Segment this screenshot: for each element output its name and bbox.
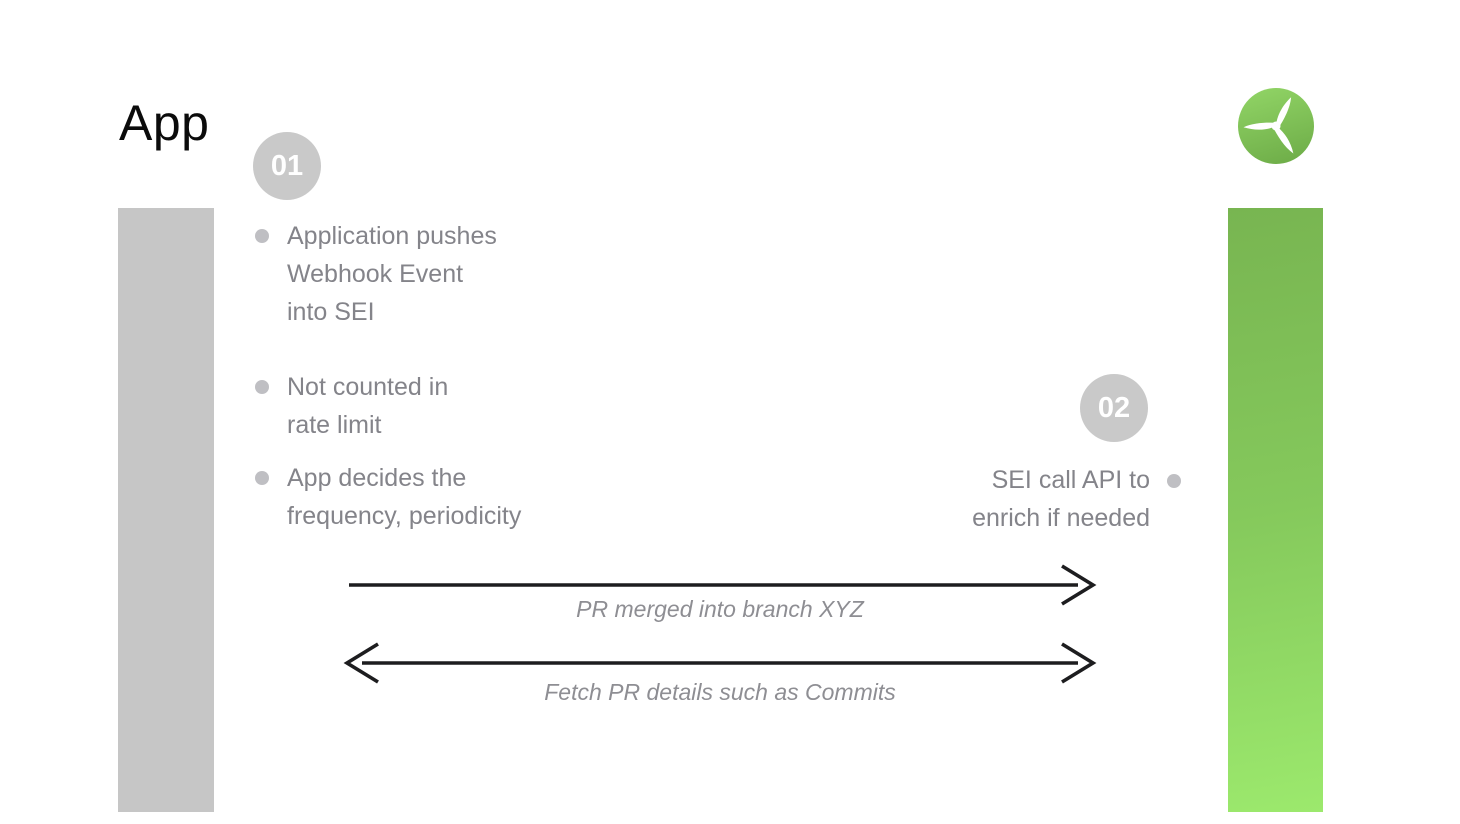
list-item: App decides the frequency, periodicity [287,459,521,535]
list-item-line: App decides the [287,464,467,492]
list-item-line: Application pushes [287,222,497,250]
arrow-label: Fetch PR details such as Commits [544,679,896,705]
list-item: Application pushes Webhook Event into SE… [287,217,497,331]
page-title: App [119,95,210,151]
list-item-line: frequency, periodicity [287,502,522,530]
bullet-dot [255,229,269,243]
bullet-dot [255,380,269,394]
arrow-label: PR merged into branch XYZ [576,596,864,622]
left-app-bar [118,208,214,812]
step-2-badge: 02 [1080,374,1148,442]
list-item: SEI call API to enrich if needed [830,461,1150,537]
list-item: Not counted in rate limit [287,368,448,444]
step-1-badge: 01 [253,132,321,200]
list-item-line: SEI call API to [991,466,1150,494]
list-item-line: Not counted in [287,373,449,401]
list-item-line: Webhook Event [287,260,464,288]
right-sei-bar [1228,208,1323,812]
list-item-line: into SEI [287,298,375,326]
arrow-both [343,642,1097,684]
bullet-dot [255,471,269,485]
arrow-right [349,564,1097,606]
list-item-line: rate limit [287,411,382,439]
list-item-line: enrich if needed [972,504,1150,532]
turbine-logo [1238,88,1314,164]
bullet-dot [1167,474,1181,488]
turbine-icon [1238,88,1314,164]
